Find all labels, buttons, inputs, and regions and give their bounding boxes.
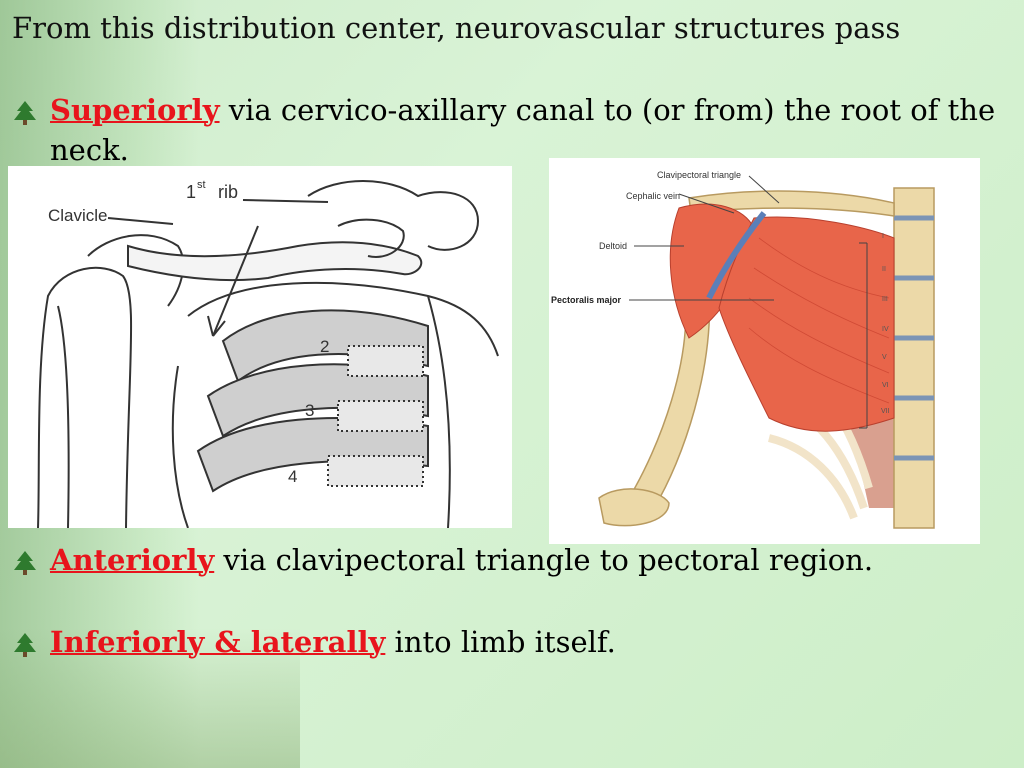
bullet-anteriorly: Anteriorly via clavipectoral triangle to… [12,540,1002,580]
label-first-rib-number: 1 [186,182,196,202]
label-rib-ii: II [882,266,886,273]
label-rib-3: 3 [305,401,314,420]
bullet-inferiorly: Inferiorly & laterally into limb itself. [12,622,1002,662]
label-rib-vii: VII [881,408,890,415]
tree-icon [14,101,36,125]
label-first-rib-word: rib [218,182,238,202]
label-rib-iii: III [882,296,888,303]
bullet-text: via cervico-axillary canal to (or from) … [50,93,996,167]
label-rib-iv: IV [882,326,889,333]
bullet-keyword: Anteriorly [50,543,215,577]
pectoral-illustration: Clavipectoral triangle Cephalic vein Del… [551,170,935,529]
label-rib-4: 4 [288,467,297,486]
label-pectoralis-major: Pectoralis major [551,295,622,305]
label-deltoid: Deltoid [599,241,627,251]
label-rib-v: V [882,354,887,361]
bullet-text: via clavipectoral triangle to pectoral r… [214,543,874,577]
figure-rib-cage-drawing: Clavicle 1 st rib 2 3 4 [8,166,512,529]
figure-pectoral-muscle-illustration: Clavipectoral triangle Cephalic vein Del… [549,158,980,544]
label-rib-vi: VI [882,382,889,389]
bullet-keyword: Inferiorly & laterally [50,625,386,659]
background-gifts-decoration [0,628,300,768]
rib-cage-illustration: Clavicle 1 st rib 2 3 4 [37,179,499,529]
bullet-keyword: Superiorly [50,93,220,127]
label-first-rib-superscript: st [197,179,206,191]
intro-text: From this distribution center, neurovasc… [12,11,901,45]
label-clavipectoral-triangle: Clavipectoral triangle [657,170,741,180]
label-clavicle: Clavicle [48,206,108,225]
label-rib-2: 2 [320,337,329,356]
bullet-text: into limb itself. [385,625,616,659]
label-rib-i: I [882,233,884,240]
label-cephalic-vein: Cephalic vein [626,191,680,201]
bullet-superiorly: Superiorly via cervico-axillary canal to… [12,90,1002,170]
tree-icon [14,633,36,657]
tree-icon [14,551,36,575]
